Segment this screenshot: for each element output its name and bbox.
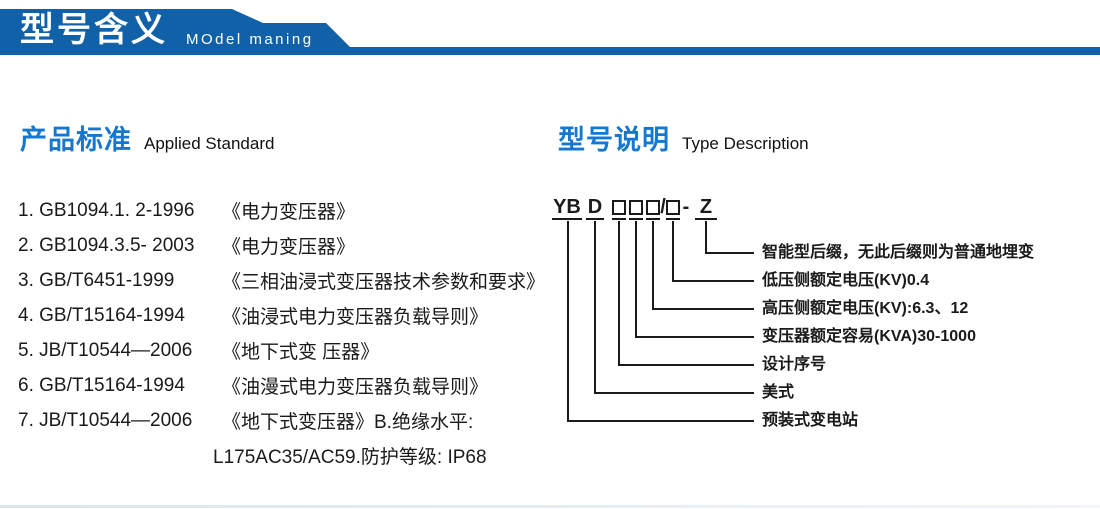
type-description-heading-zh: 型号说明 <box>558 125 670 155</box>
code-part-box-4 <box>666 196 680 220</box>
standard-code: 5. JB/T10544—2006 <box>18 339 193 361</box>
code-part-d: D <box>586 196 604 220</box>
standard-code: 1. GB1094.1. 2-1996 <box>18 199 195 221</box>
type-description-heading-en: Type Description <box>682 134 809 153</box>
page-title: 型号含义 <box>20 11 168 49</box>
standard-title: 《电力变压器》 <box>222 202 356 223</box>
footer-divider <box>0 505 1100 508</box>
code-part-yb: YB <box>552 196 582 220</box>
standard-title: 《电力变压器》 <box>222 237 356 258</box>
code-part-box-3 <box>646 196 660 220</box>
standard-code: 4. GB/T15164-1994 <box>18 304 185 326</box>
list-item: 4. GB/T15164-1994 《油浸式电力变压器负载导则》 <box>18 298 548 333</box>
list-item: 5. JB/T10544—2006 《地下式变 压器》 <box>18 333 548 368</box>
placeholder-box-icon <box>612 199 626 215</box>
applied-standard-heading-zh: 产品标准 <box>20 125 132 155</box>
diagram-label: 变压器额定容易(KVA)30-1000 <box>762 328 976 345</box>
list-item: 6. GB/T15164-1994 《油漫式电力变压器负载导则》 <box>18 368 548 403</box>
connector-line <box>705 221 754 254</box>
type-description-heading: 型号说明 Type Description <box>558 118 809 157</box>
diagram-label: 智能型后缀，无此后缀则为普通地埋变 <box>762 244 1035 261</box>
applied-standard-heading: 产品标准 Applied Standard <box>20 118 274 157</box>
diagram-label: 低压侧额定电压(KV)0.4 <box>762 272 930 289</box>
standard-code: 7. JB/T10544—2006 <box>18 409 193 431</box>
connector-line <box>635 221 754 338</box>
placeholder-box-icon <box>646 199 660 215</box>
list-item: 3. GB/T6451-1999 《三相油浸式变压器技术参数和要求》 <box>18 263 548 298</box>
banner-shape <box>0 9 1100 55</box>
placeholder-box-icon <box>629 199 643 215</box>
connector-line <box>594 221 754 394</box>
list-item-continuation: L175AC35/AC59.防护等级: IP68 <box>18 438 548 473</box>
standard-title: 《油漫式电力变压器负载导则》 <box>222 377 489 398</box>
list-item: 1. GB1094.1. 2-1996 《电力变压器》 <box>18 193 548 228</box>
code-part-box-1 <box>612 196 626 220</box>
placeholder-box-icon <box>666 199 680 215</box>
standard-code: 3. GB/T6451-1999 <box>18 269 175 291</box>
standards-list: 1. GB1094.1. 2-1996 《电力变压器》 2. GB1094.3.… <box>18 193 548 473</box>
standard-code: 6. GB/T15164-1994 <box>18 374 185 396</box>
code-part-z: Z <box>695 196 717 220</box>
list-item: 2. GB1094.3.5- 2003 《电力变压器》 <box>18 228 548 263</box>
standard-title: 《地下式变 压器》 <box>222 342 380 363</box>
diagram-label: 美式 <box>762 384 795 401</box>
connector-line <box>652 221 754 310</box>
connector-line <box>618 221 754 366</box>
connector-line <box>567 221 754 422</box>
applied-standard-heading-en: Applied Standard <box>144 134 275 153</box>
standard-code: 2. GB1094.3.5- 2003 <box>18 234 195 256</box>
diagram-label: 高压侧额定电压(KV):6.3、12 <box>762 300 969 317</box>
diagram-label: 设计序号 <box>762 356 827 373</box>
standard-title: 《油浸式电力变压器负载导则》 <box>222 307 489 328</box>
connector-line <box>672 221 754 282</box>
standard-title: 《地下式变压器》B.绝缘水平: <box>222 412 474 433</box>
diagram-label: 预装式变电站 <box>762 412 859 429</box>
standard-continuation: L175AC35/AC59.防护等级: IP68 <box>213 447 487 468</box>
code-part-slash: / <box>660 196 666 218</box>
code-part-dash: - <box>682 196 690 218</box>
header-banner: 型号含义 MOdel maning <box>0 0 1100 60</box>
standard-title: 《三相油浸式变压器技术参数和要求》 <box>222 272 546 293</box>
code-part-box-2 <box>629 196 643 220</box>
list-item: 7. JB/T10544—2006 《地下式变压器》B.绝缘水平: <box>18 403 548 438</box>
page-subtitle: MOdel maning <box>186 31 314 48</box>
